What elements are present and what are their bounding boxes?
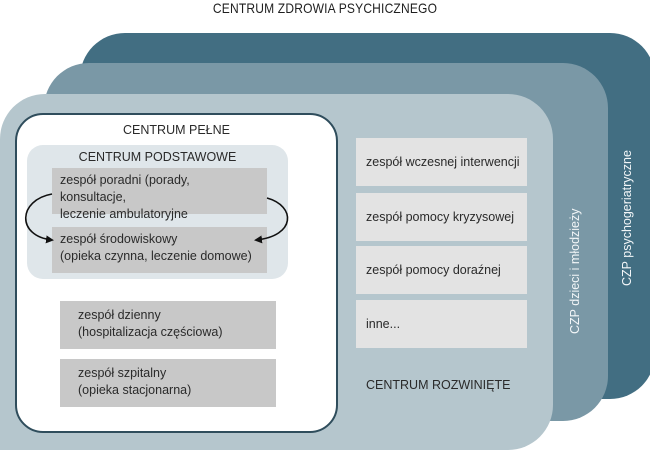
box-line: (opieka stacjonarna) [78, 383, 192, 397]
diagram-title: CENTRUM ZDROWIA PSYCHICZNEGO [212, 0, 438, 16]
zespol-poradni-box: zespół poradni (porady, konsultacje, lec… [52, 168, 267, 221]
box-line: leczenie ambulatoryjne [60, 207, 188, 221]
zespol-wczesnej-interwencji-box: zespół wczesnej interwencji [356, 138, 527, 186]
box-line: (opieka czynna, leczenie domowe) [60, 249, 252, 263]
zespol-dzienny-box: zespół dzienny (hospitalizacja częściowa… [60, 301, 276, 349]
zespol-szpitalny-box: zespół szpitalny (opieka stacjonarna) [60, 359, 276, 407]
centrum-rozwiniete-label: CENTRUM ROZWINIĘTE [366, 378, 511, 392]
zespol-pomocy-doraznej-box: zespół pomocy doraźnej [356, 246, 527, 294]
box-line: zespół szpitalny [78, 366, 167, 380]
box-line: zespół środowiskowy [60, 232, 178, 246]
box-line: zespół dzienny [78, 308, 161, 322]
label-czp-psychogeriatryczne: CZP psychogeriatryczne [620, 150, 634, 286]
zespol-srodowiskowy-box: zespół środowiskowy (opieka czynna, lecz… [52, 227, 267, 273]
box-line: zespół poradni (porady, konsultacje, [60, 173, 190, 204]
box-line: (hospitalizacja częściowa) [78, 325, 223, 339]
label-czp-dzieci-mlodziezy: CZP dzieci i młodzieży [568, 208, 582, 334]
centrum-pelne-title: CENTRUM PEŁNE [123, 123, 230, 137]
zespol-pomocy-kryzysowej-box: zespół pomocy kryzysowej [356, 193, 527, 241]
centrum-podstawowe-title: CENTRUM PODSTAWOWE [78, 150, 237, 164]
inne-box: inne... [356, 300, 527, 348]
